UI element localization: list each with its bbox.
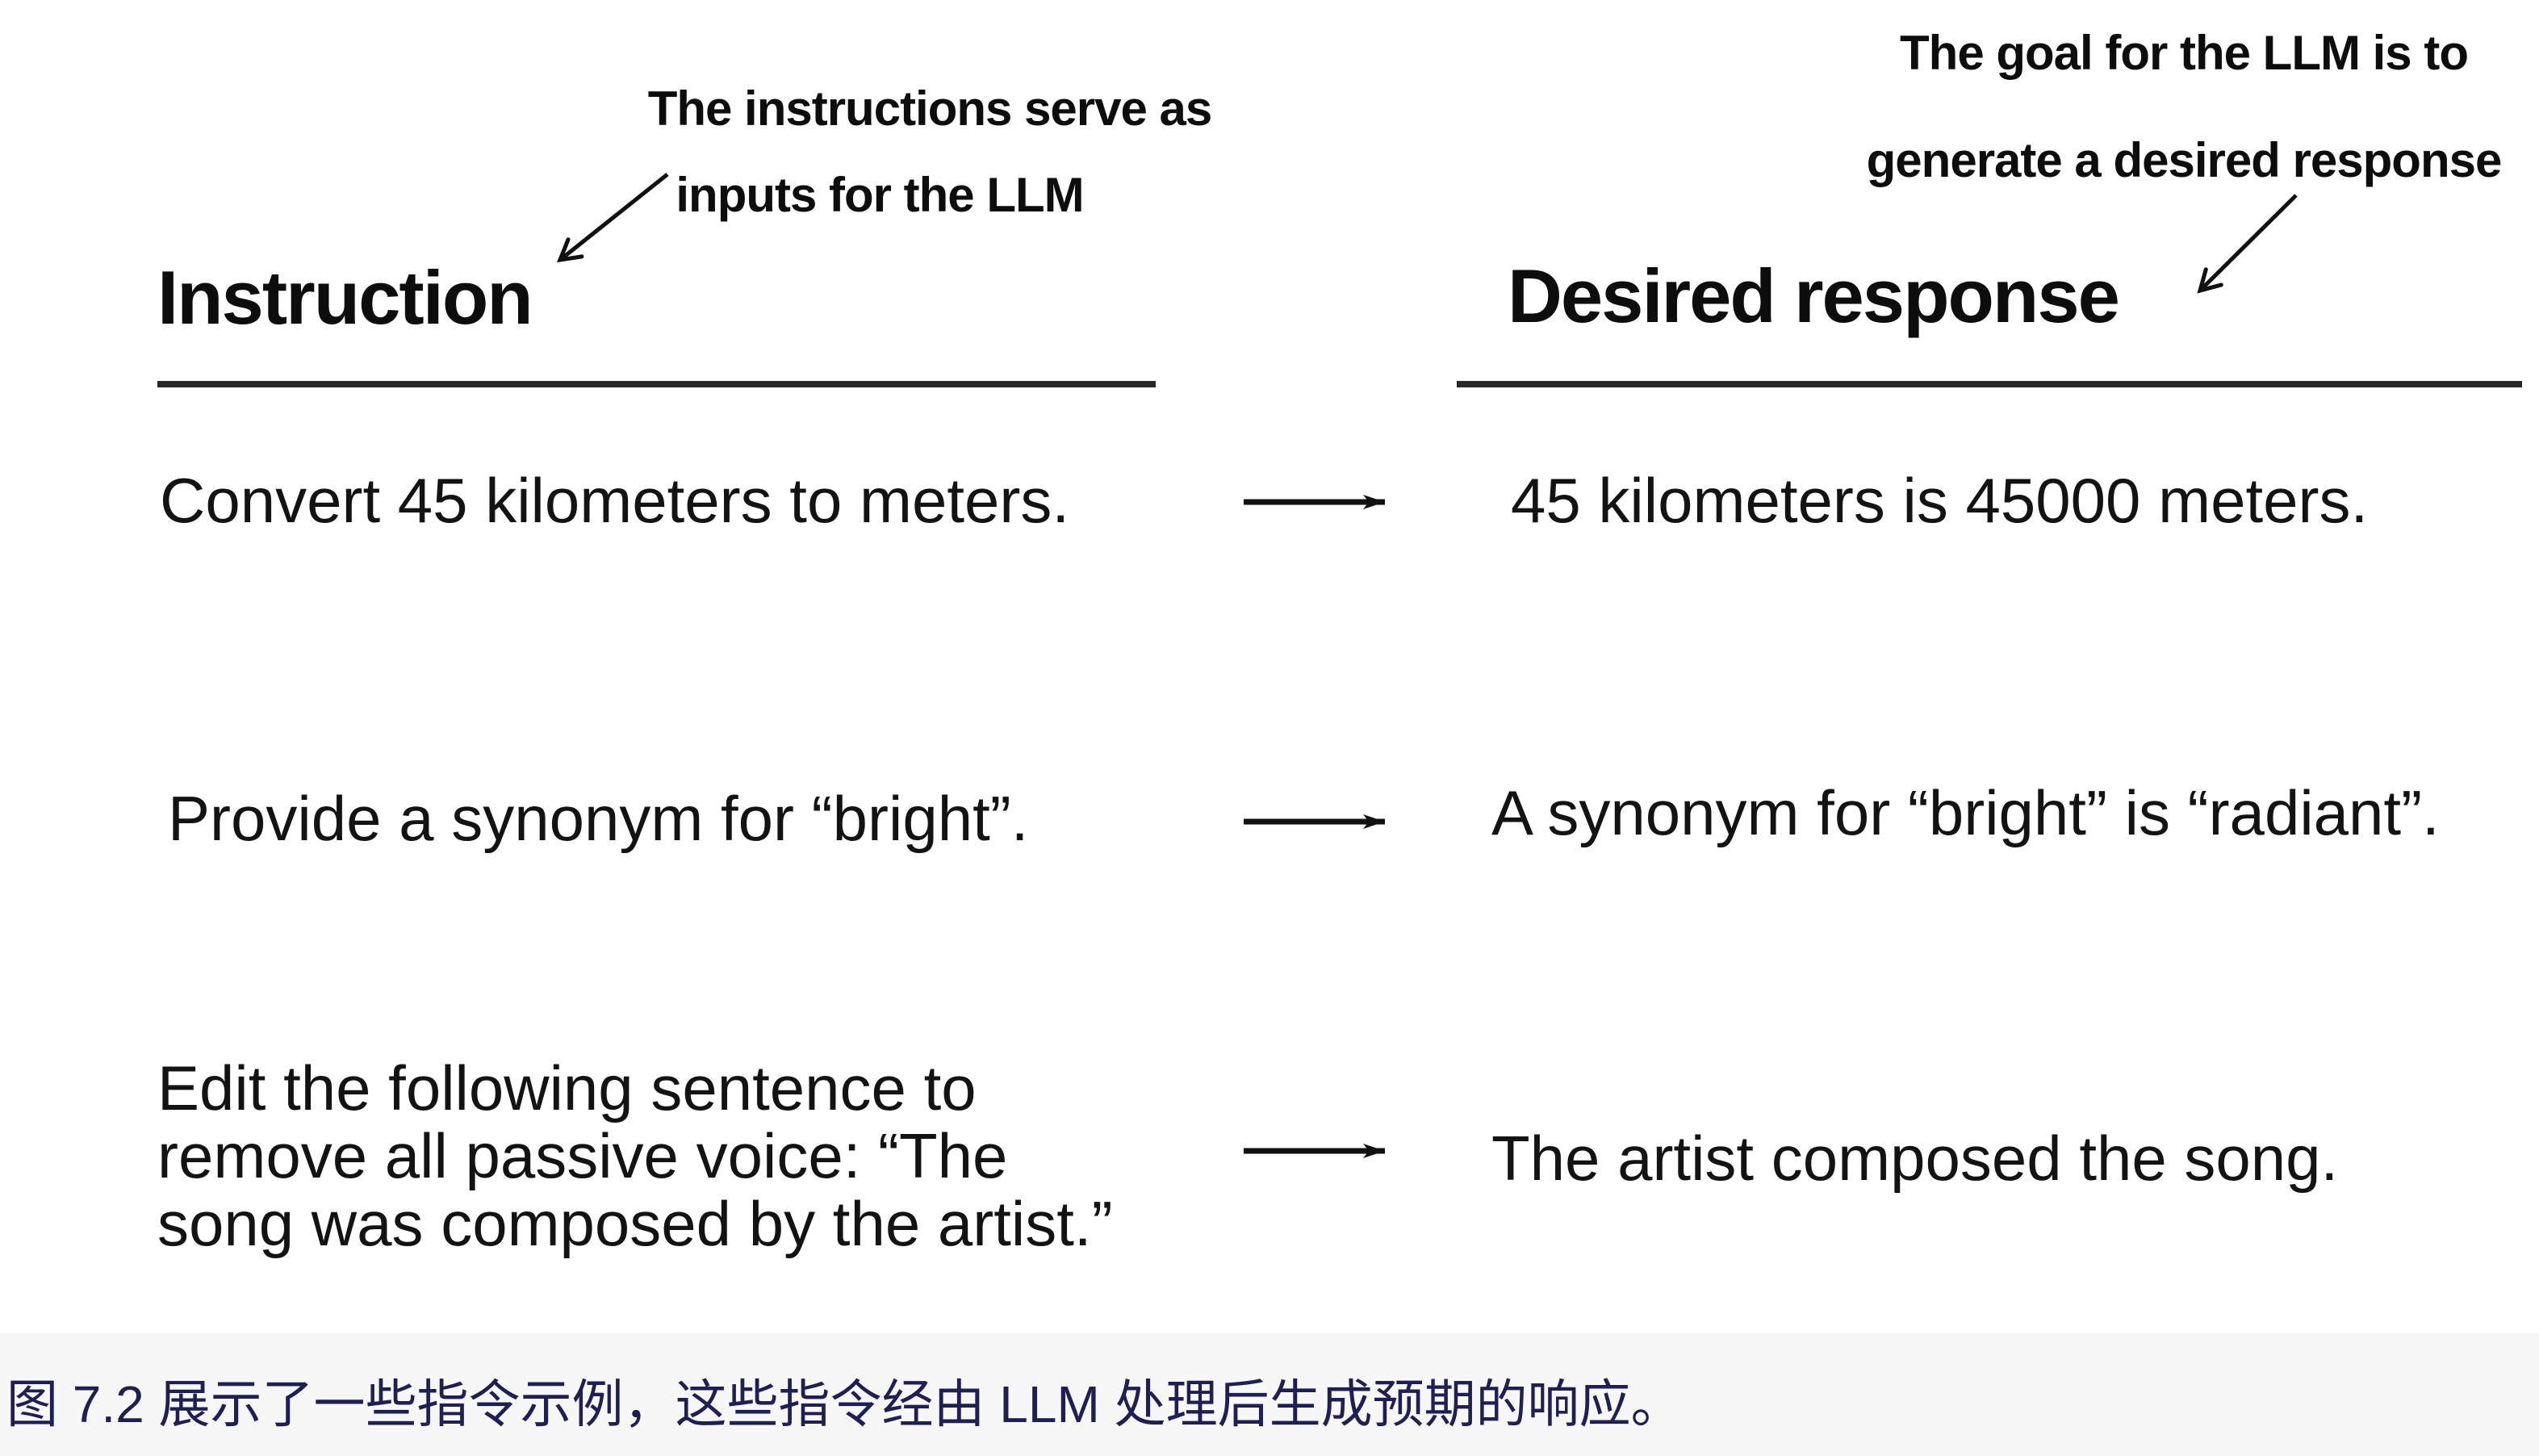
right-annotation-line-2: generate a desired response xyxy=(1866,133,2503,187)
instruction-row-3-line-2: remove all passive voice: “The xyxy=(157,1120,1008,1191)
desired-response-column-header: Desired response xyxy=(1508,253,2120,338)
response-row-2: A synonym for “bright” is “radiant”. xyxy=(1491,777,2440,848)
left-annotation-line-1: The instructions serve as xyxy=(647,82,1213,136)
instruction-header-rule xyxy=(157,381,1156,387)
instruction-row-3: Edit the following sentence to remove al… xyxy=(157,1054,1113,1257)
instruction-column-header: Instruction xyxy=(157,255,533,340)
down-left-arrow-icon xyxy=(2197,194,2298,294)
instruction-row-3-line-3: song was composed by the artist.” xyxy=(157,1188,1113,1259)
right-annotation-line-1: The goal for the LLM is to xyxy=(1900,26,2469,80)
down-left-arrow-icon xyxy=(557,173,669,263)
left-annotation-line-2: inputs for the LLM xyxy=(676,168,1084,222)
instruction-row-1: Convert 45 kilometers to meters. xyxy=(160,465,1070,536)
instruction-row-3-line-1: Edit the following sentence to xyxy=(157,1052,977,1123)
caption-strip xyxy=(0,1333,2539,1456)
instruction-row-2: Provide a synonym for “bright”. xyxy=(168,783,1029,854)
desired-response-header-rule xyxy=(1457,381,2522,387)
response-row-3: The artist composed the song. xyxy=(1491,1123,2339,1194)
response-row-1: 45 kilometers is 45000 meters. xyxy=(1511,465,2369,536)
figure-caption: 图 7.2 展示了一些指令示例，这些指令经由 LLM 处理后生成预期的响应。 xyxy=(6,1375,1683,1433)
